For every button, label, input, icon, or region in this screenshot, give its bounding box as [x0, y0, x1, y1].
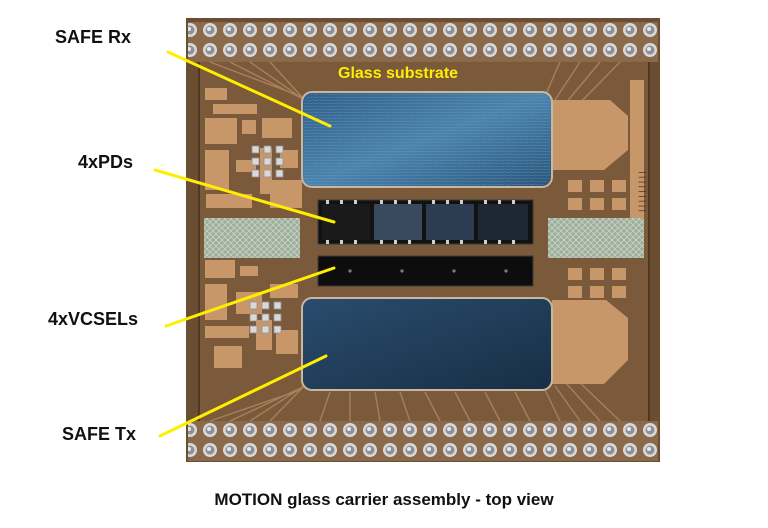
pds-label: 4xPDs: [78, 152, 134, 172]
passive-components: [249, 145, 284, 334]
vcsel-emitters: [348, 269, 508, 273]
right-mesh-region: [548, 218, 644, 258]
figure-caption: MOTION glass carrier assembly - top view: [214, 490, 554, 509]
safe-tx-label: SAFE Tx: [62, 424, 137, 444]
left-mesh-region: [204, 218, 300, 258]
safe-tx-pointer: [158, 354, 328, 438]
pointer-lines: [153, 50, 336, 438]
pd-bond-pads: [326, 200, 515, 244]
safe-rx-die-texture: [304, 94, 550, 185]
right-circuitry: [552, 80, 644, 384]
safe-tx-die: [301, 297, 553, 391]
safe-rx-label: SAFE Rx: [55, 27, 132, 47]
glass-substrate-label: Glass substrate: [338, 65, 458, 82]
left-rx-circuitry: [205, 88, 302, 208]
pds-pointer: [153, 168, 336, 224]
chip-marking: |||||||||: [637, 170, 646, 213]
safe-rx-pointer: [166, 50, 332, 128]
fanout-traces: [209, 61, 621, 422]
top-pad-row: [188, 22, 658, 62]
bottom-pad-row: [188, 421, 658, 461]
pd-elements: [322, 204, 528, 240]
vcsels-label: 4xVCSELs: [48, 309, 139, 329]
vcsel-array: [317, 255, 534, 287]
vcsels-pointer: [164, 266, 336, 328]
left-tx-circuitry: [205, 260, 298, 368]
